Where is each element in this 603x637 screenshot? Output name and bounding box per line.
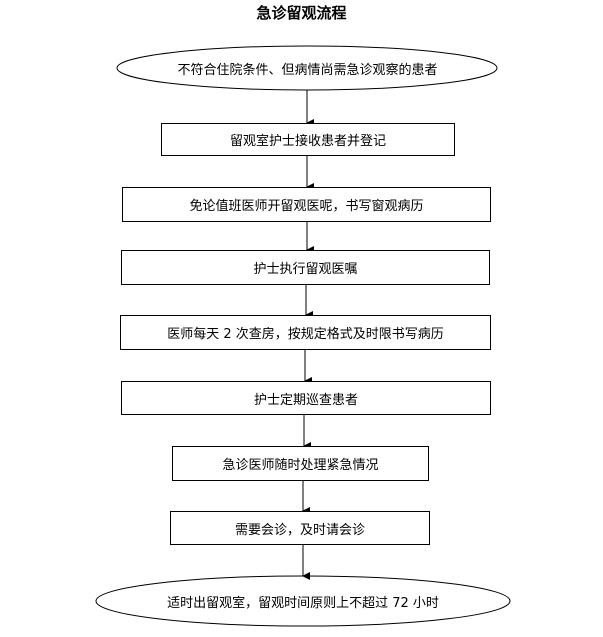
step-emergency-handling: 急诊医师随时处理紧急情况 (172, 446, 429, 481)
start-node-text: 不符合住院条件、但病情尚需急诊观察的患者 (177, 62, 438, 78)
step-consultation: 需要会诊，及时请会诊 (170, 511, 430, 545)
step-doctor-orders: 免论值班医师开留观医呢，书写窗观病历 (122, 187, 491, 222)
step-receive-register: 留观室护士接收患者并登记 (161, 123, 455, 156)
flowchart-title: 急诊留观流程 (256, 4, 347, 22)
step-doctor-rounds: 医师每天 2 次查房，按规定格式及时限书写病历 (120, 315, 491, 350)
step-nurse-patrol: 护士定期巡查患者 (121, 381, 491, 415)
step-nurse-execute: 护士执行留观医嘱 (121, 250, 490, 285)
end-node-text: 适时出留观室，留观时间原则上不超过 72 小时 (167, 595, 439, 611)
